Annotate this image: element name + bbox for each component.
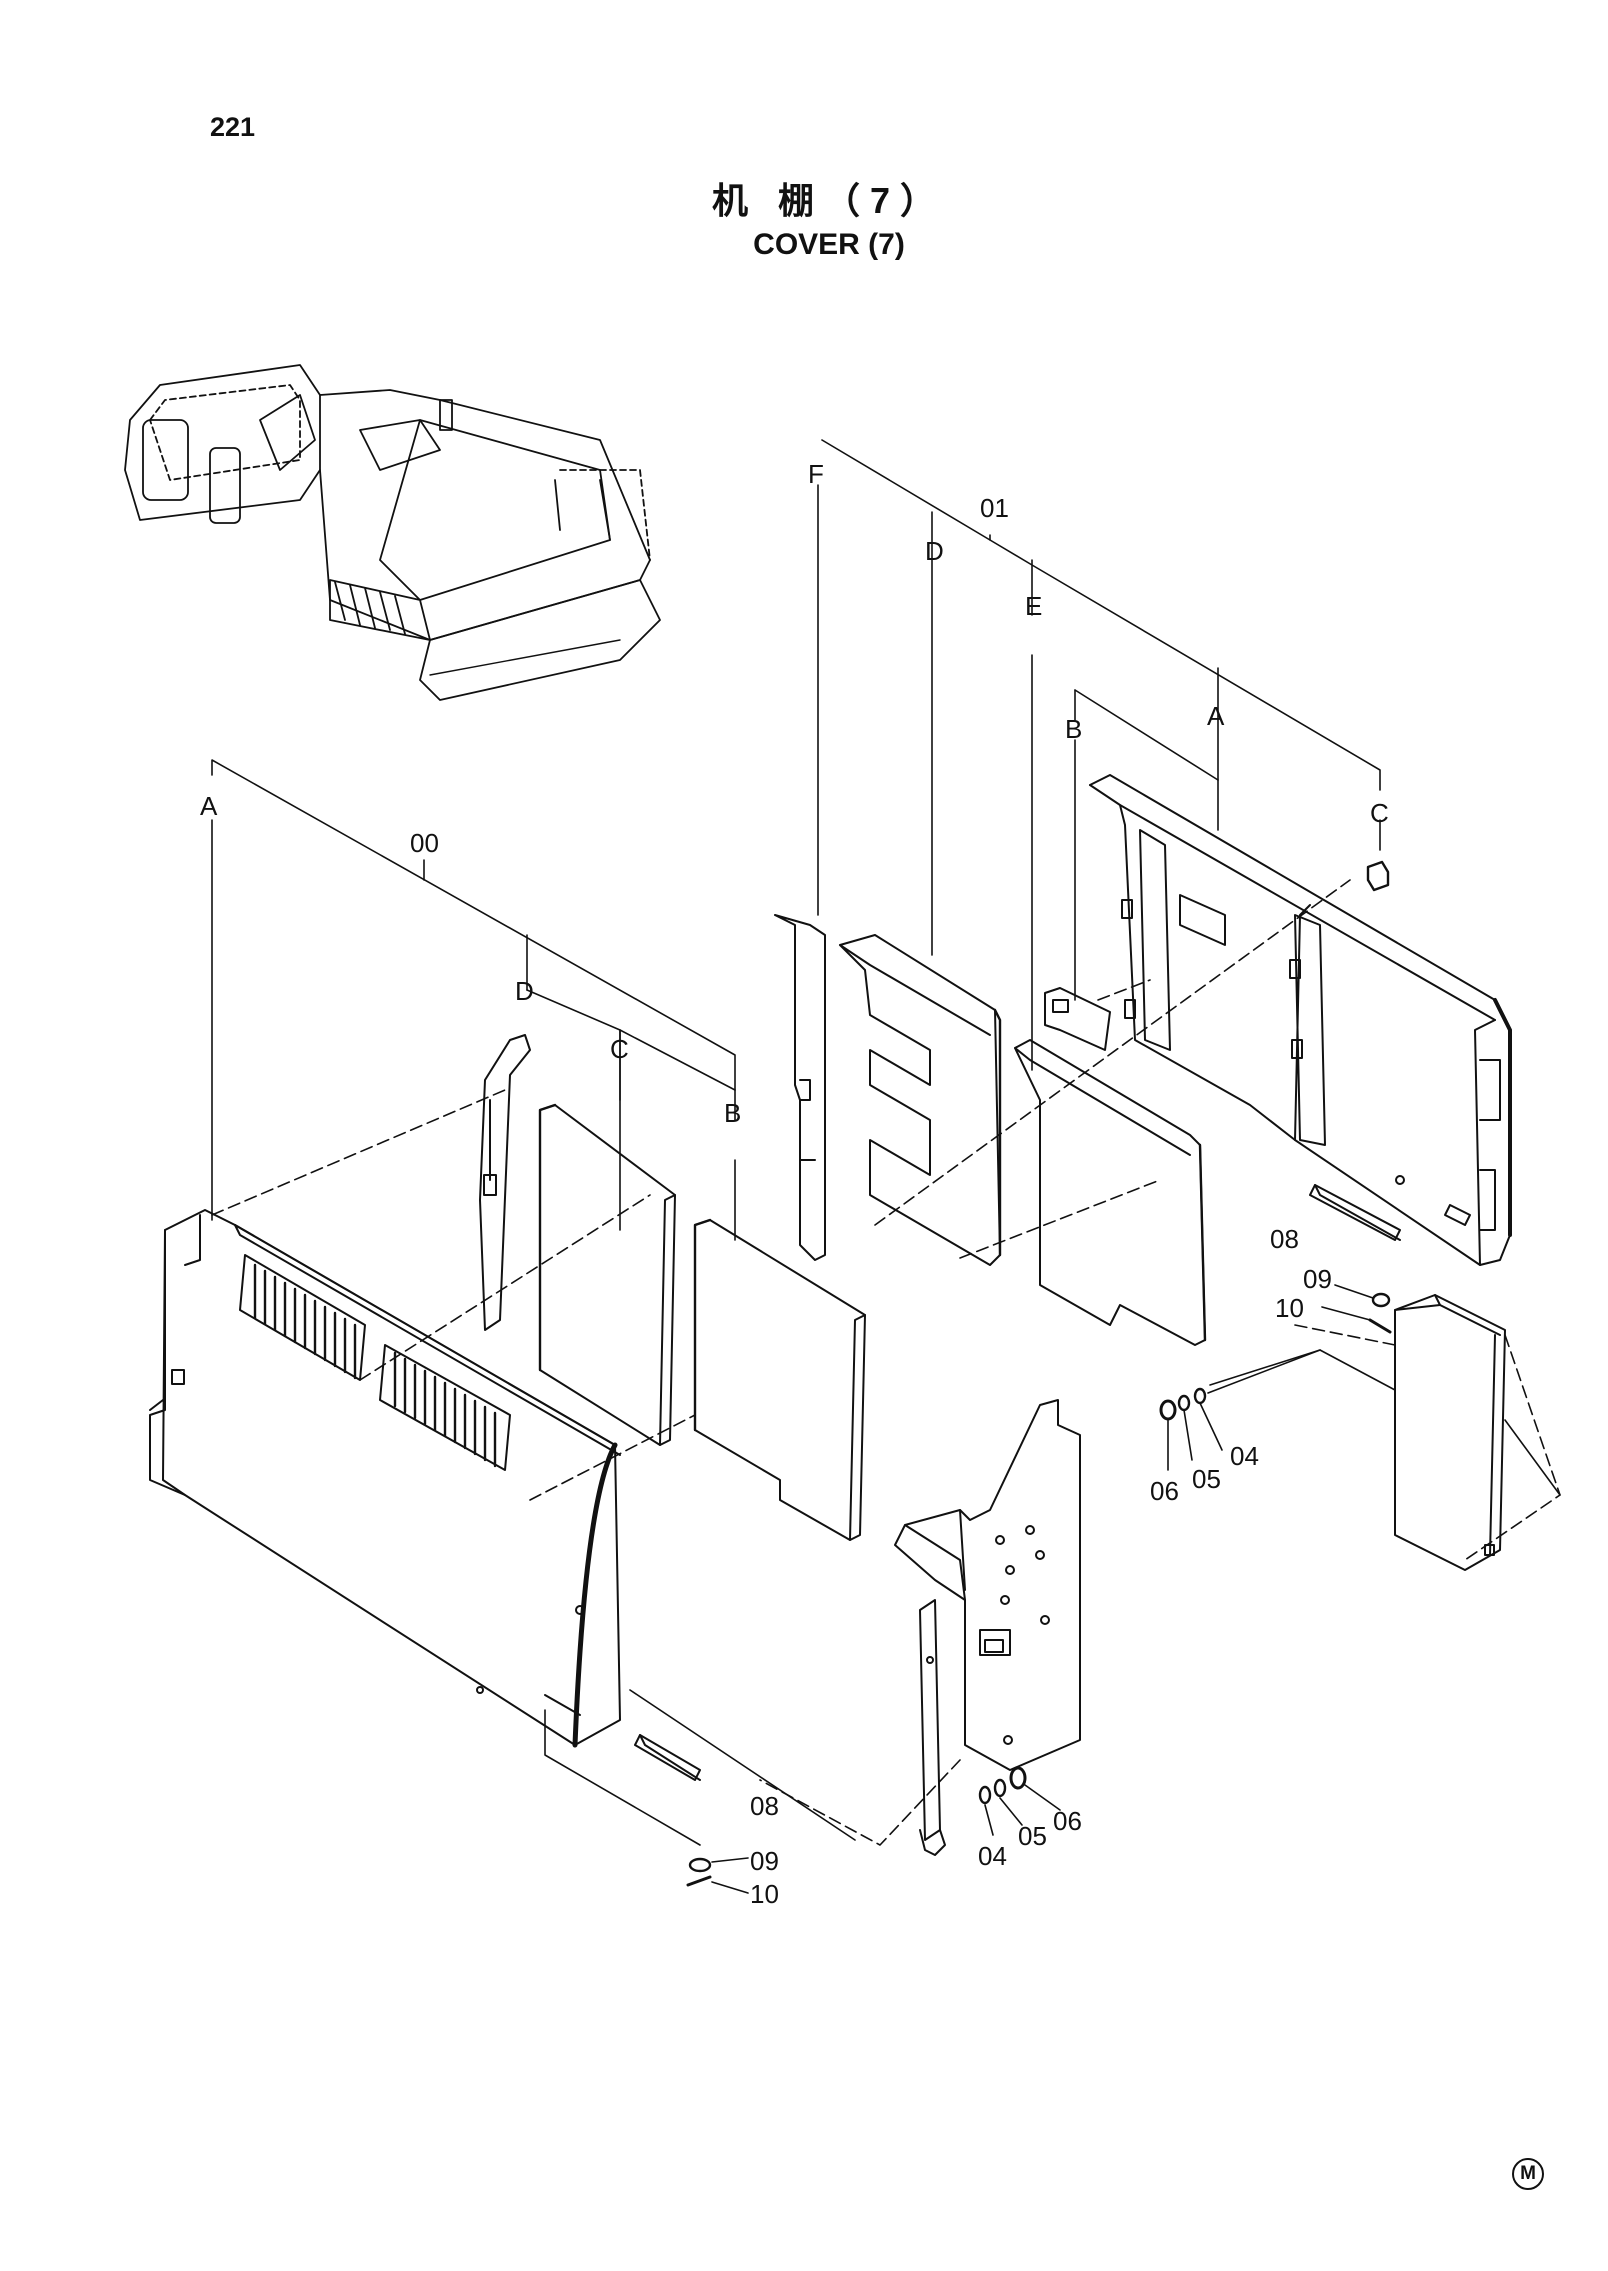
left-callout-10: 10 (750, 1879, 779, 1909)
right-branch-b: B (1065, 714, 1082, 744)
left-assembly-part-b-panel (693, 1218, 866, 1541)
left-branch-d: D (515, 976, 534, 1006)
right-callout-06: 06 (1150, 1476, 1179, 1506)
right-assembly-part-e-panel (1014, 1039, 1207, 1346)
right-branch-c: C (1370, 798, 1389, 828)
right-assembly-part-a-main-cover (1089, 774, 1512, 1266)
right-branch-a: A (1207, 701, 1225, 731)
left-branch-a: A (200, 791, 218, 821)
manufacturer-mark: M (1512, 2158, 1544, 2190)
left-washer-09-and-bolt-10 (686, 1857, 749, 1894)
page-title-chinese: 机 棚（7） (711, 180, 947, 221)
center-front-support-panel (759, 1399, 1081, 1856)
left-bracket-08 (544, 1689, 856, 1846)
right-callout-08: 08 (1270, 1224, 1299, 1254)
right-callout-04: 04 (1230, 1441, 1259, 1471)
right-branch-e: E (1025, 591, 1042, 621)
right-bracket-08 (1309, 1184, 1401, 1241)
center-callout-04: 04 (978, 1841, 1007, 1871)
center-callout-05: 05 (1018, 1821, 1047, 1851)
right-washer-09-and-bolt-10 (1321, 1284, 1392, 1334)
right-callout-05: 05 (1192, 1464, 1221, 1494)
left-assembly-part-d-strip (479, 1034, 531, 1331)
left-callout-08: 08 (750, 1791, 779, 1821)
page-title-english: COVER (7) (753, 228, 905, 261)
left-branch-c: C (610, 1034, 629, 1064)
right-callout-09: 09 (1303, 1264, 1332, 1294)
excavator-overview-illustration (124, 364, 661, 701)
right-assembly-part-b-bracket (1044, 987, 1111, 1051)
right-assembly-number: 01 (980, 493, 1009, 523)
center-callout-06: 06 (1053, 1806, 1082, 1836)
center-hardware-04-05-06 (978, 1766, 1061, 1836)
left-assembly-part-c-panel (538, 1103, 676, 1446)
right-assembly-part-c-clip (1366, 860, 1390, 892)
left-assembly-leaders (211, 759, 736, 1501)
right-branch-d: D (925, 536, 944, 566)
left-branch-b: B (724, 1098, 741, 1128)
right-callout-10: 10 (1275, 1293, 1304, 1323)
right-assembly-part-f-strip (774, 914, 826, 1261)
right-assembly-part-d-panel (839, 934, 1002, 1266)
left-side-cover-panel (149, 1209, 621, 1748)
left-callout-09: 09 (750, 1846, 779, 1876)
right-branch-f: F (808, 459, 824, 489)
right-assembly-leaders (817, 439, 1381, 1259)
right-hardware-04-05-06 (1159, 1349, 1321, 1471)
page-number: 221 (210, 112, 256, 142)
left-assembly-number: 00 (410, 828, 439, 858)
right-standing-side-panel (1209, 1294, 1561, 1571)
callout-labels: 00 A D C B 01 F D E B A C 08 09 10 04 05… (200, 459, 1389, 1909)
